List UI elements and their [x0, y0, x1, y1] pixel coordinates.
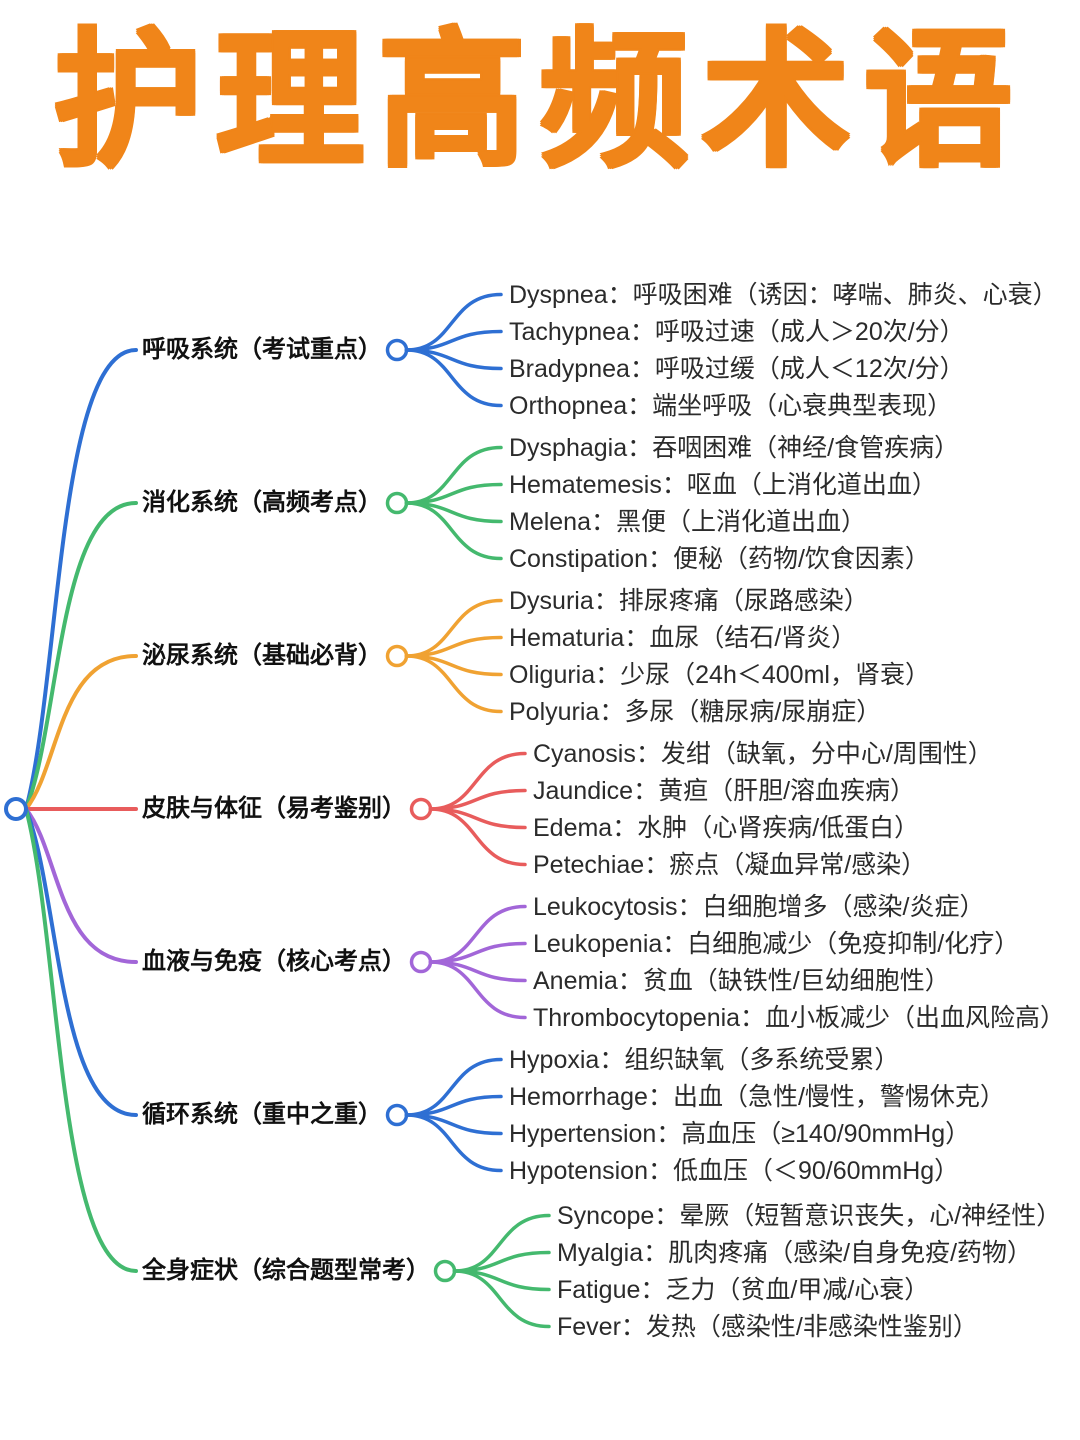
branch-label: 血液与免疫（核心考点） [142, 948, 406, 975]
leaf-term: Edema：水肿（心肾疾病/低蛋白） [533, 813, 920, 842]
leaf-term: Polyuria：多尿（糖尿病/尿崩症） [509, 697, 882, 726]
connector-line [452, 1269, 551, 1329]
branch-node-circle [385, 1103, 409, 1127]
root-node-circle [4, 797, 28, 821]
leaf-term: Cyanosis：发绀（缺氧，分中心/周围性） [533, 739, 993, 768]
leaf-term: Petechiae：瘀点（凝血异常/感染） [533, 850, 927, 879]
leaf-term: Jaundice：黄疸（肝胆/溶血疾病） [533, 776, 916, 805]
leaf-term: Oliguria：少尿（24h＜400ml，肾衰） [509, 660, 930, 689]
branch-node-circle [385, 338, 409, 362]
leaf-term: Thrombocytopenia：血小板减少（出血风险高） [533, 1003, 1066, 1032]
branch-label: 消化系统（高频考点） [142, 489, 382, 516]
branch-node-circle [433, 1259, 457, 1283]
connector-line [404, 348, 503, 408]
leaf-term: Hemorrhage：出血（急性/慢性，警惕休克） [509, 1082, 1005, 1111]
leaf-term: Bradypnea：呼吸过缓（成人＜12次/分） [509, 354, 965, 383]
leaf-term: Dysphagia：吞咽困难（神经/食管疾病） [509, 433, 960, 462]
leaf-term: Myalgia：肌肉疼痛（感染/自身免疫/药物） [557, 1238, 1033, 1267]
leaf-term: Dyspnea：呼吸困难（诱因：哮喘、肺炎、心衰） [509, 280, 1058, 309]
leaf-term: Anemia：贫血（缺铁性/巨幼细胞性） [533, 966, 950, 995]
connector-line [428, 960, 527, 1020]
branch-node-circle [385, 491, 409, 515]
branch-label: 呼吸系统（考试重点） [142, 336, 382, 363]
connector-line [24, 807, 138, 1273]
branch-label: 循环系统（重中之重） [142, 1101, 382, 1128]
leaf-term: Fever：发热（感染性/非感染性鉴别） [557, 1312, 978, 1341]
connector-line [428, 807, 527, 867]
leaf-term: Hypotension：低血压（＜90/60mmHg） [509, 1156, 960, 1185]
leaf-term: Orthopnea：端坐呼吸（心衰典型表现） [509, 391, 953, 420]
connector-line [404, 501, 503, 561]
connector-line [404, 1113, 503, 1173]
leaf-term: Fatigue：乏力（贫血/甲减/心衰） [557, 1275, 930, 1304]
connector-line [404, 654, 503, 714]
connector-line [24, 807, 138, 964]
branch-label: 皮肤与体征（易考鉴别） [142, 795, 406, 822]
leaf-term: Hypoxia：组织缺氧（多系统受累） [509, 1045, 900, 1074]
connector-line [24, 348, 138, 811]
leaf-term: Hypertension：高血压（≥140/90mmHg） [509, 1119, 971, 1148]
page-title: 护理高频术语 [54, 19, 1026, 184]
leaf-term: Tachypnea：呼吸过速（成人＞20次/分） [509, 317, 965, 346]
connector-line [24, 654, 138, 811]
connector-line [24, 501, 138, 811]
branch-node-circle [385, 644, 409, 668]
leaf-term: Dysuria：排尿疼痛（尿路感染） [509, 586, 869, 615]
leaf-term: Melena：黑便（上消化道出血） [509, 507, 866, 536]
leaf-term: Leukopenia：白细胞减少（免疫抑制/化疗） [533, 929, 1020, 958]
branch-label: 全身症状（综合题型常考） [142, 1257, 430, 1284]
branch-label: 泌尿系统（基础必背） [142, 642, 382, 669]
connector-line [24, 807, 138, 1117]
branch-node-circle [409, 797, 433, 821]
leaf-term: Hematemesis：呕血（上消化道出血） [509, 470, 937, 499]
leaf-term: Hematuria：血尿（结石/肾炎） [509, 623, 857, 652]
leaf-term: Syncope：晕厥（短暂意识丧失，心/神经性） [557, 1201, 1062, 1230]
leaf-term: Leukocytosis：白细胞增多（感染/炎症） [533, 892, 985, 921]
branch-node-circle [409, 950, 433, 974]
leaf-term: Constipation：便秘（药物/饮食因素） [509, 544, 930, 573]
